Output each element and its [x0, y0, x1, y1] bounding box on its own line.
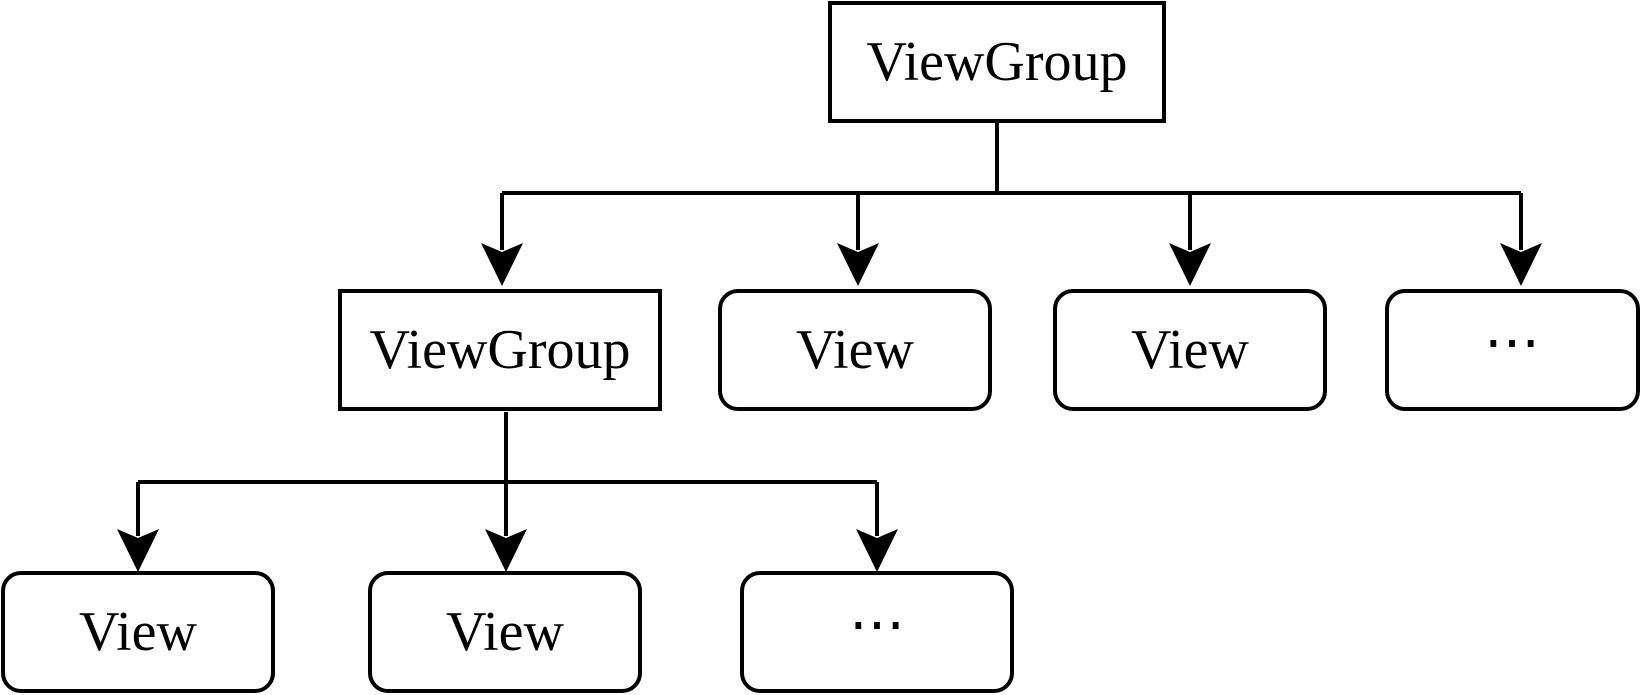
arrowhead-root-to-viewgroup [481, 243, 523, 286]
level1-view-node-1: View [718, 289, 992, 411]
level2-ellipsis-box [740, 571, 1014, 693]
level2-view-box-1 [1, 571, 275, 693]
level1-view-box-2 [1053, 289, 1327, 411]
child-viewgroup-connectors [117, 412, 898, 572]
child-viewgroup-box [338, 289, 662, 411]
arrowhead-root-to-view-2 [1169, 243, 1211, 286]
root-viewgroup-node: ViewGroup [828, 1, 1166, 123]
root-viewgroup-label: ViewGroup [866, 31, 1127, 93]
level2-view-label-2: View [446, 601, 564, 663]
child-viewgroup-node: ViewGroup [338, 289, 662, 411]
arrowhead-viewgroup-to-view-2 [485, 529, 527, 572]
level2-ellipsis-label: ⋯ [849, 594, 905, 656]
level2-view-node-2: View [368, 571, 642, 693]
level1-ellipsis-node: ⋯ [1385, 289, 1640, 411]
level1-ellipsis-label: ⋯ [1484, 312, 1540, 374]
root-viewgroup-box [828, 1, 1166, 123]
root-connectors [481, 121, 1542, 286]
level2-view-label-1: View [79, 601, 197, 663]
level1-ellipsis-box [1385, 289, 1640, 411]
level1-view-node-2: View [1053, 289, 1327, 411]
level1-view-box-1 [718, 289, 992, 411]
arrowhead-viewgroup-to-ellipsis [856, 529, 898, 572]
child-viewgroup-label: ViewGroup [369, 319, 630, 381]
level2-view-box-2 [368, 571, 642, 693]
arrowhead-root-to-ellipsis [1500, 243, 1542, 286]
level2-ellipsis-node: ⋯ [740, 571, 1014, 693]
level1-view-label-1: View [796, 319, 914, 381]
arrowhead-root-to-view-1 [837, 243, 879, 286]
arrowhead-viewgroup-to-view-1 [117, 529, 159, 572]
level1-view-label-2: View [1131, 319, 1249, 381]
level2-view-node-1: View [1, 571, 275, 693]
